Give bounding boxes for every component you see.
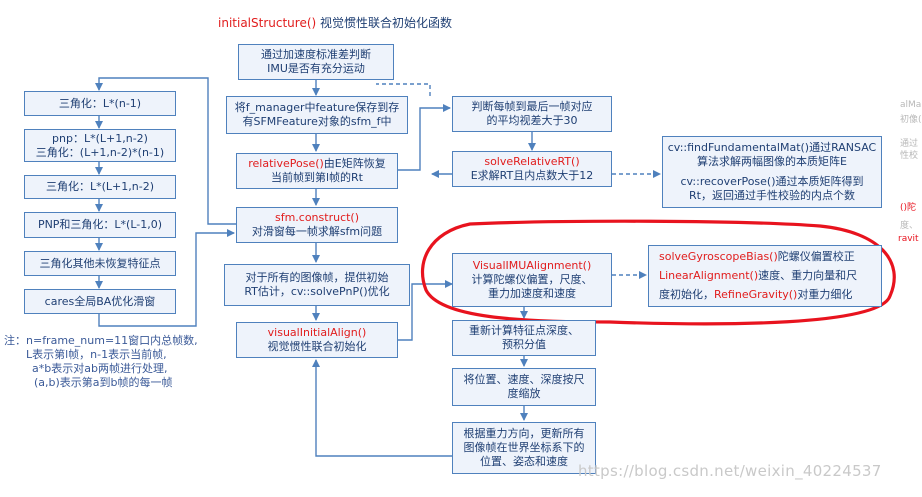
box-line: 计算陀螺仪偏置，尺度、 <box>471 273 593 286</box>
box-line: 度缩放 <box>507 387 541 400</box>
arrow-ba-to-sfm <box>98 229 235 327</box>
box-line: 当前帧到第l帧的Rt <box>270 171 363 184</box>
func-name: solveGyroscopeBias() <box>659 249 778 263</box>
box-pnp-tri-l: PNP和三角化：L*(L-1,0) <box>24 212 176 238</box>
box-line: 重力加速度和速度 <box>488 287 576 300</box>
box-parallax: 判断每帧到最后一帧对应 的平均视差大于30 <box>452 96 612 132</box>
box-line: relativePose()由E矩阵恢复 <box>248 157 386 171</box>
box-save-features: 将f_manager中feature保存到存 有SFMFeature对象的sfm… <box>226 96 408 134</box>
box-recompute-depth: 重新计算特征点深度、 预积分值 <box>452 320 596 356</box>
box-line: 对于所有的图像帧，提供初始 <box>245 271 389 284</box>
box-visual-initial-align: visualInitialAlign() 视觉惯性联合初始化 <box>236 322 398 358</box>
box-line: 算法求解两幅图像的本质矩阵E <box>697 155 847 168</box>
box-text: 度初始化， <box>659 288 714 302</box>
footnote-line: 注：n=frame_num=11窗口内总帧数, <box>4 334 198 347</box>
box-line: solveGyroscopeBias()陀螺仪偏置校正 <box>659 250 855 264</box>
box-line: 三角化：(L+1,n-2)*(n-1) <box>35 145 165 159</box>
box-tri-l1: 三角化：L*(L+1,n-2) <box>24 175 176 199</box>
box-line: PNP和三角化：L*(L-1,0) <box>37 218 163 231</box>
box-line: cv::recoverPose()通过本质矩阵得到 <box>680 175 864 188</box>
title-desc: 视觉惯性联合初始化函数 <box>316 16 453 30</box>
box-line: 的平均视差大于30 <box>486 114 578 127</box>
func-name: VisualIMUAlignment() <box>472 259 592 272</box>
box-tri-rest: 三角化其他未恢复特征点 <box>24 251 176 276</box>
dashed-top-loop <box>376 83 431 96</box>
edge-fragment: ravit <box>898 234 919 244</box>
box-text: 速度、重力向量和尺 <box>758 268 858 282</box>
footnote-line: a*b表示对ab两帧进行处理, <box>32 362 168 375</box>
box-line: 图像帧在世界坐标系下的 <box>463 441 585 454</box>
box-scale: 将位置、速度、深度按尺 度缩放 <box>452 368 596 406</box>
arrow-sfm-to-tri1 <box>95 77 236 225</box>
highlight-ellipse <box>420 219 896 326</box>
watermark: https://blog.csdn.net/weixin_40224537 <box>578 462 882 480</box>
func-name: solveRelativeRT() <box>484 155 580 168</box>
box-bias-alignment: solveGyroscopeBias()陀螺仪偏置校正 LinearAlignm… <box>648 245 882 307</box>
footnote: 注：n=frame_num=11窗口内总帧数, L表示第l帧，n-1表示当前帧,… <box>4 334 198 390</box>
func-name: RefineGravity() <box>714 288 798 302</box>
box-line: 位置、姿态和速度 <box>480 455 568 468</box>
box-line: 重新计算特征点深度、 <box>469 324 579 337</box>
box-line: 度初始化，RefineGravity()对重力细化 <box>659 288 852 302</box>
box-tri-n1: 三角化：L*(n-1) <box>24 91 176 116</box>
box-line: 将位置、速度、深度按尺 <box>463 373 585 386</box>
box-line: 对滑窗每一帧求解sfm问题 <box>251 225 383 238</box>
arrow-relpose-to-parallax <box>398 104 451 171</box>
func-name: sfm.construct() <box>274 211 360 224</box>
box-line: 预积分值 <box>502 338 546 351</box>
box-cv-functions: cv::findFundamentalMat()通过RANSAC 算法求解两幅图… <box>662 136 882 208</box>
box-relative-pose: relativePose()由E矩阵恢复 当前帧到第l帧的Rt <box>236 153 398 189</box>
box-line: cv::findFundamentalMat()通过RANSAC <box>667 141 877 154</box>
edge-fragment: 性校 <box>900 151 919 161</box>
box-line: RT估计，cv::solvePnP()优化 <box>244 285 390 298</box>
box-line: LinearAlignment()速度、重力向量和尺 <box>659 269 857 283</box>
edge-fragment: ()陀 <box>900 203 917 213</box>
box-line: pnp：L*(L+1,n-2) <box>52 131 148 145</box>
edge-fragment: alMa <box>900 100 922 110</box>
box-text: 对重力细化 <box>797 288 853 302</box>
box-gravity-update: 根据重力方向，更新所有 图像帧在世界坐标系下的 位置、姿态和速度 <box>452 422 596 474</box>
footnote-line: L表示第l帧，n-1表示当前帧, <box>26 348 167 361</box>
box-line: 三角化：L*(L+1,n-2) <box>46 180 154 193</box>
box-line: 判断每帧到最后一帧对应 <box>471 100 593 113</box>
box-imu-check: 通过加速度标准差判断 IMU是否有充分运动 <box>238 44 394 80</box>
box-line: Rt，返回通过手性校验的内点个数 <box>689 189 855 202</box>
box-line: cares全局BA优化滑窗 <box>44 294 156 308</box>
edge-fragment: 通过 <box>900 139 919 149</box>
box-pnp-all: 对于所有的图像帧，提供初始 RT估计，cv::solvePnP()优化 <box>224 264 410 306</box>
arrow-align-to-vimu <box>398 280 453 341</box>
func-name: relativePose() <box>248 157 324 170</box>
box-line: 三角化其他未恢复特征点 <box>39 256 161 270</box>
func-name: LinearAlignment() <box>659 268 759 282</box>
box-pnp-tri: pnp：L*(L+1,n-2) 三角化：(L+1,n-2)*(n-1) <box>24 129 176 162</box>
arrow-gravity-return <box>312 359 452 457</box>
box-line: 有SFMFeature对象的sfm_f中 <box>242 115 392 128</box>
func-name: visualInitialAlign() <box>267 326 367 339</box>
box-line: 通过加速度标准差判断 <box>261 48 371 61</box>
edge-fragment: 初像( <box>900 115 922 125</box>
box-line: 视觉惯性联合初始化 <box>267 340 367 353</box>
box-visual-imu-alignment: VisualIMUAlignment() 计算陀螺仪偏置，尺度、 重力加速度和速… <box>452 253 612 307</box>
box-solve-relative-rt: solveRelativeRT() E求解RT且内点数大于12 <box>452 151 612 187</box>
box-text: 由E矩阵恢复 <box>323 157 386 170</box>
page-title: initialStructure() 视觉惯性联合初始化函数 <box>218 14 452 31</box>
box-line: IMU是否有充分运动 <box>267 62 365 75</box>
box-ba: cares全局BA优化滑窗 <box>24 289 176 314</box>
box-text: 陀螺仪偏置校正 <box>777 249 855 263</box>
box-sfm-construct: sfm.construct() 对滑窗每一帧求解sfm问题 <box>236 207 398 243</box>
box-line: 根据重力方向，更新所有 <box>463 427 585 440</box>
box-line: E求解RT且内点数大于12 <box>470 169 594 182</box>
title-func: initialStructure() <box>218 16 317 30</box>
edge-fragment: 度、 <box>900 221 919 231</box>
box-line: 三角化：L*(n-1) <box>58 96 142 110</box>
box-line: 将f_manager中feature保存到存 <box>234 101 400 114</box>
footnote-line: (a,b)表示第a到b帧的每一帧 <box>34 376 173 389</box>
